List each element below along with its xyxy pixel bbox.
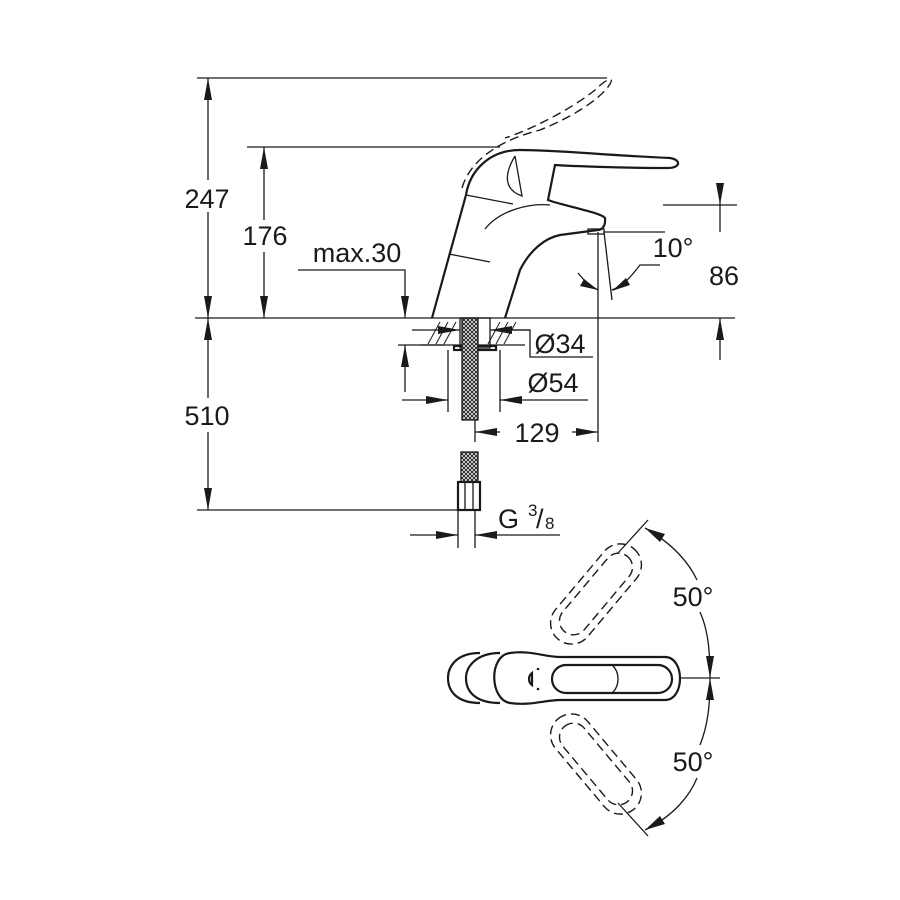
dimension-label: 50° bbox=[673, 747, 714, 777]
deck-section bbox=[420, 317, 525, 512]
dimension-d34: Ø34 bbox=[412, 326, 593, 359]
thread-slash: / bbox=[536, 504, 544, 534]
dimension-label: Ø54 bbox=[527, 368, 578, 398]
dimension-129: 129 bbox=[474, 232, 599, 448]
dimension-510: 510 bbox=[184, 318, 230, 510]
thread-g: G bbox=[498, 504, 519, 534]
dimension-d54: Ø54 bbox=[402, 350, 588, 412]
supply-hose-end bbox=[460, 451, 479, 483]
dimension-label: 247 bbox=[184, 184, 229, 214]
dimension-label: Ø34 bbox=[534, 329, 585, 359]
dimension-thread: G 3 / 8 bbox=[410, 501, 560, 548]
reference-lines bbox=[195, 77, 735, 511]
dimension-label: 50° bbox=[673, 582, 714, 612]
dimension-label: 10° bbox=[653, 233, 694, 263]
dimension-label: 510 bbox=[184, 401, 229, 431]
faucet-side-view bbox=[430, 78, 680, 319]
dimension-label: 176 bbox=[242, 221, 287, 251]
dimension-max30: max.30 bbox=[298, 238, 445, 392]
thread-denominator: 8 bbox=[545, 514, 554, 533]
dimension-angle-86: 10° 86 bbox=[577, 183, 739, 360]
faucet-top-view bbox=[446, 519, 720, 837]
dimension-label: 86 bbox=[709, 261, 739, 291]
dimension-lever-angles: 50° 50° bbox=[644, 527, 714, 831]
dimension-label: 129 bbox=[514, 418, 559, 448]
dimension-247: 247 bbox=[184, 78, 230, 318]
dimension-176: 176 bbox=[242, 147, 288, 318]
dimension-label: max.30 bbox=[313, 238, 402, 268]
hose-nut bbox=[456, 480, 482, 512]
thread-numerator: 3 bbox=[528, 501, 537, 520]
supply-hose bbox=[461, 317, 479, 421]
